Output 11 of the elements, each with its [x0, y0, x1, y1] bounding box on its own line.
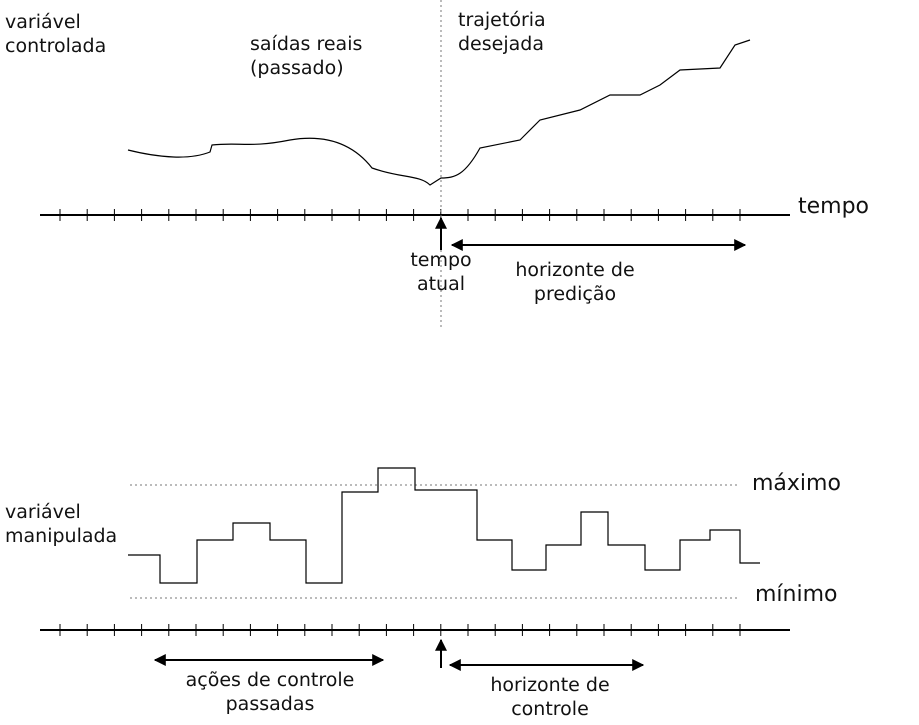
- axis-label: variável controlada: [5, 10, 108, 58]
- annotation: trajetória desejada: [458, 8, 547, 56]
- annotation: saídas reais (passado): [250, 32, 364, 80]
- annotation: horizonte de controle: [489, 673, 611, 721]
- axis-label: tempo: [798, 195, 870, 219]
- annotation: ações de controle passadas: [184, 668, 356, 716]
- axis-label: variável manipulada: [5, 500, 118, 548]
- annotation: tempo atual: [409, 248, 473, 296]
- annotation: horizonte de predição: [514, 258, 636, 306]
- limit-label: máximo: [752, 472, 842, 496]
- limit-label: mínimo: [755, 583, 838, 607]
